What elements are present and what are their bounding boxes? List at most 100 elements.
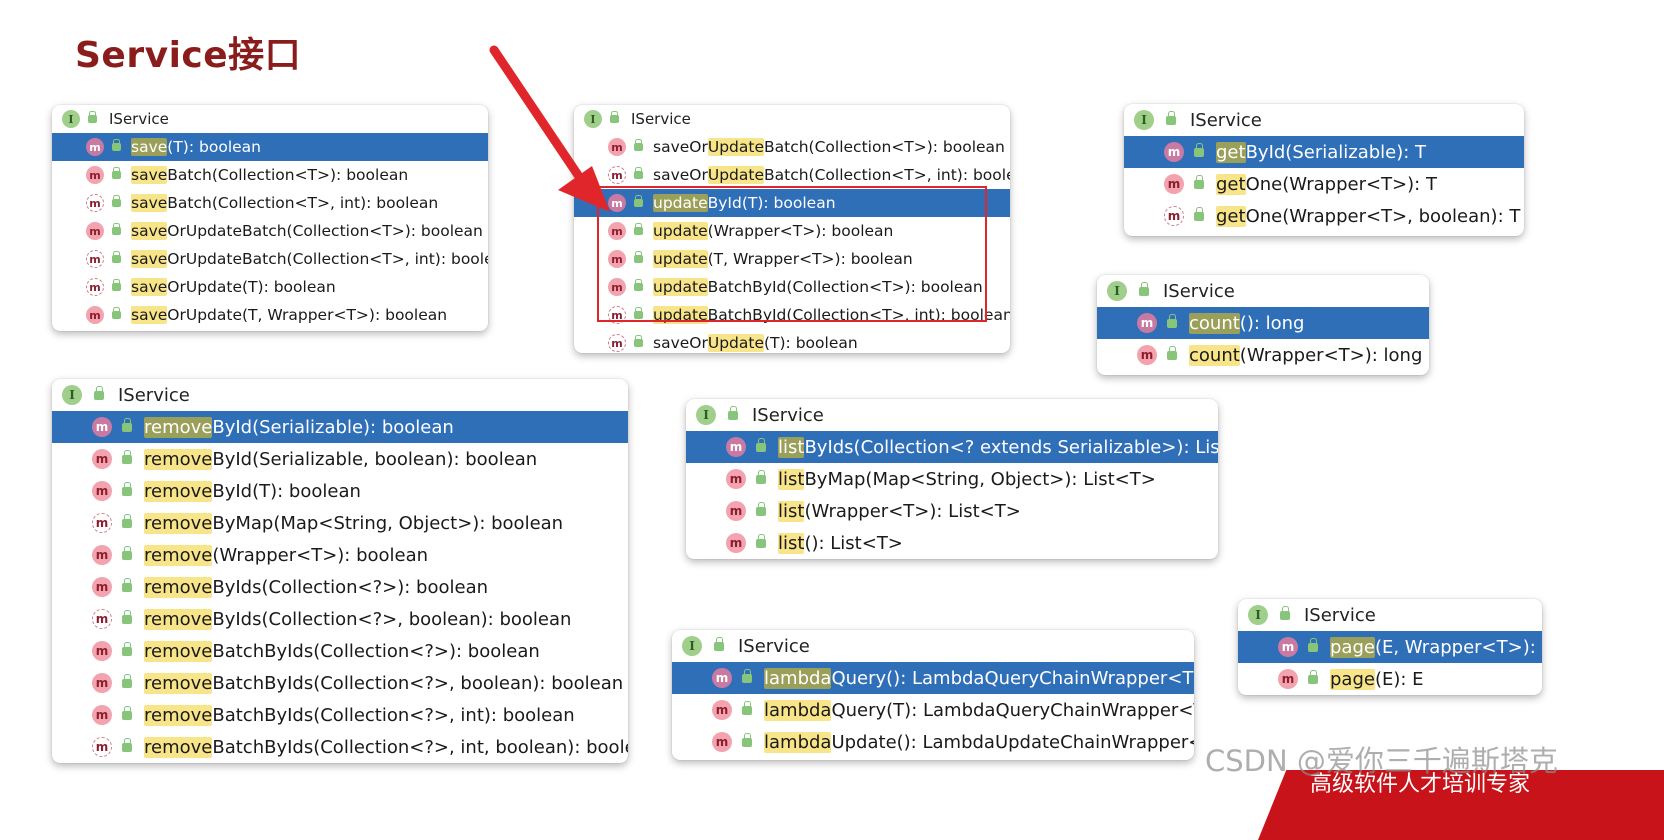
method-signature: One(Wrapper<T>, boolean): T xyxy=(1245,205,1521,227)
method-icon: m xyxy=(92,577,112,597)
popup-header: I IService xyxy=(672,630,1194,662)
method-icon: m xyxy=(92,545,112,565)
match-highlight: save xyxy=(131,306,168,324)
method-icon: m xyxy=(86,222,104,240)
method-icon: m xyxy=(1164,174,1184,194)
method-row[interactable]: m remove(Wrapper<T>): boolean xyxy=(52,539,628,571)
public-lock-icon xyxy=(1166,110,1176,125)
method-row[interactable]: m update(T, Wrapper<T>): boolean xyxy=(574,245,1010,273)
interface-name: IService xyxy=(738,635,810,657)
public-lock-icon xyxy=(112,222,121,235)
method-signature: ById(Serializable): T xyxy=(1245,141,1427,163)
public-lock-icon xyxy=(728,405,738,420)
method-row[interactable]: m save(T): boolean xyxy=(52,133,488,161)
interface-icon: I xyxy=(1107,281,1127,301)
abstract-method-icon: m xyxy=(608,166,626,184)
method-signature: BatchByIds(Collection<?>, int): boolean xyxy=(212,704,575,726)
page-methods-popup: I IService m page(E, Wrapper<T>): E m pa… xyxy=(1238,599,1542,695)
method-signature: BatchById(Collection<T>): boolean xyxy=(707,278,983,296)
public-lock-icon xyxy=(634,138,643,151)
public-lock-icon xyxy=(122,577,132,592)
match-highlight: save xyxy=(131,138,168,156)
match-highlight: update xyxy=(653,250,708,268)
method-signature: BatchById(Collection<T>, int): boolean xyxy=(707,306,1010,324)
match-highlight: count xyxy=(1189,344,1240,366)
public-lock-icon xyxy=(756,469,766,484)
match-highlight: lambda xyxy=(764,731,832,753)
method-signature: Query(T): LambdaQueryChainWrapper<T> xyxy=(831,699,1194,721)
method-icon: m xyxy=(1278,637,1298,657)
popup-header: I IService xyxy=(686,399,1218,431)
method-icon: m xyxy=(712,700,732,720)
match-highlight: Update xyxy=(707,138,764,156)
public-lock-icon xyxy=(112,166,121,179)
method-signature: Query(): LambdaQueryChainWrapper<T> xyxy=(831,667,1194,689)
method-icon: m xyxy=(608,250,626,268)
method-signature: (E, Wrapper<T>): E xyxy=(1374,636,1542,658)
public-lock-icon xyxy=(122,673,132,688)
method-row[interactable]: m page(E): E xyxy=(1238,663,1542,695)
count-methods-popup: I IService m count(): long m count(Wrapp… xyxy=(1097,275,1429,375)
interface-icon: I xyxy=(62,110,80,128)
method-signature: ByIds(Collection<?>, boolean): boolean xyxy=(212,608,572,630)
method-row[interactable]: m count(Wrapper<T>): long xyxy=(1097,339,1429,371)
method-icon: m xyxy=(712,668,732,688)
method-signature: OrUpdate(T, Wrapper<T>): boolean xyxy=(167,306,448,324)
public-lock-icon xyxy=(122,609,132,624)
public-lock-icon xyxy=(112,306,121,319)
method-row[interactable]: m page(E, Wrapper<T>): E xyxy=(1238,631,1542,663)
public-lock-icon xyxy=(610,110,619,123)
match-highlight: save xyxy=(131,194,168,212)
public-lock-icon xyxy=(714,636,724,651)
method-row[interactable]: m list(): List<T> xyxy=(686,527,1218,559)
match-highlight: save xyxy=(131,166,168,184)
method-row[interactable]: m count(): long xyxy=(1097,307,1429,339)
method-signature: ById(Serializable, boolean): boolean xyxy=(212,448,538,470)
public-lock-icon xyxy=(756,533,766,548)
method-icon: m xyxy=(92,641,112,661)
method-signature: BatchByIds(Collection<?>): boolean xyxy=(212,640,540,662)
public-lock-icon xyxy=(112,138,121,151)
method-icon: m xyxy=(92,481,112,501)
method-row[interactable]: m update(Wrapper<T>): boolean xyxy=(574,217,1010,245)
method-icon: m xyxy=(726,533,746,553)
method-icon: m xyxy=(92,705,112,725)
method-row[interactable]: m list(Wrapper<T>): List<T> xyxy=(686,495,1218,527)
interface-icon: I xyxy=(696,405,716,425)
public-lock-icon xyxy=(122,481,132,496)
public-lock-icon xyxy=(634,194,643,207)
